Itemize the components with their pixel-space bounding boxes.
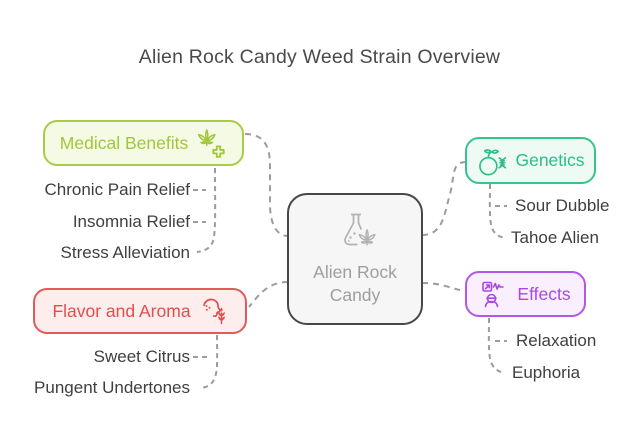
connector-genetics-children [488, 183, 507, 239]
connector-medical-children [196, 167, 217, 253]
connector-flavor-children [200, 334, 219, 389]
item-tahoe-alien: Tahoe Alien [511, 228, 599, 247]
item-stress-alleviation: Stress Alleviation [60, 243, 190, 262]
item-euphoria: Euphoria [512, 363, 581, 382]
connector-center-effects [421, 282, 465, 292]
item-sweet-citrus: Sweet Citrus [93, 347, 190, 366]
genetics-label: Genetics [515, 150, 585, 170]
connector-medical-center [244, 133, 289, 237]
node-flavor-and-aroma: Flavor and Aroma [33, 288, 247, 334]
item-insomnia-relief: Insomnia Relief [72, 212, 190, 231]
cannabis-medical-icon [195, 128, 227, 158]
effects-label: Effects [517, 283, 571, 304]
item-chronic-pain-relief: Chronic Pain Relief [44, 180, 190, 199]
flask-cannabis-icon [331, 211, 379, 253]
connector-center-flavor [248, 281, 289, 308]
node-alien-rock-candy: Alien Rock Candy [287, 193, 423, 325]
flavor-and-aroma-label: Flavor and Aroma [52, 300, 191, 321]
connector-center-genetics [421, 161, 466, 236]
connector-effects-children [487, 317, 506, 374]
center-label: Alien Rock Candy [313, 261, 397, 305]
apple-dna-icon [476, 145, 508, 177]
item-relaxation: Relaxation [516, 331, 597, 350]
nose-aroma-icon [198, 296, 228, 326]
item-sour-dubble: Sour Dubble [515, 196, 610, 215]
node-medical-benefits: Medical Benefits [43, 120, 244, 166]
medical-benefits-label: Medical Benefits [59, 132, 189, 153]
node-effects: Effects [465, 271, 586, 317]
page-title: Alien Rock Candy Weed Strain Overview [138, 46, 501, 68]
person-pulse-icon [480, 279, 510, 309]
item-pungent-undertones: Pungent Undertones [34, 378, 190, 397]
node-genetics: Genetics [465, 137, 596, 184]
